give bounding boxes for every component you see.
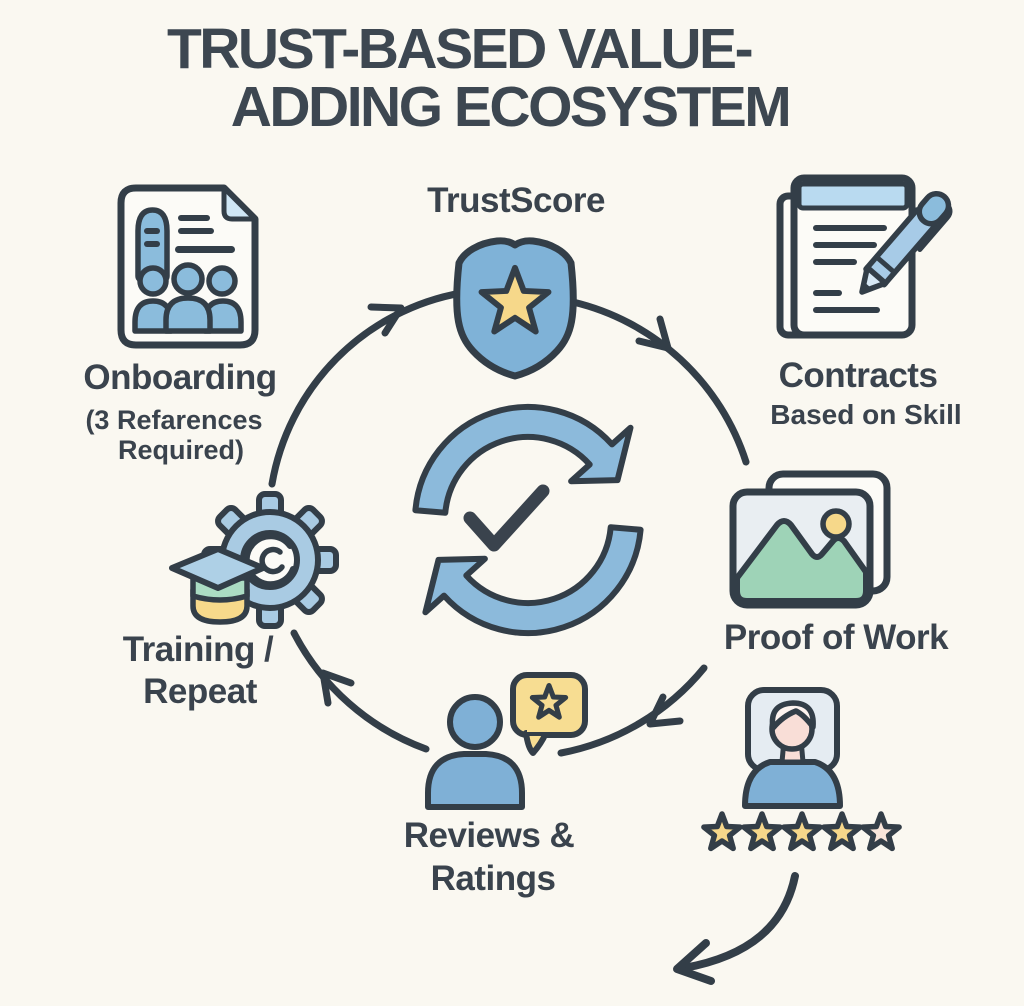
- proof-of-work-label: Proof of Work: [723, 618, 949, 657]
- title-line-2: ADDING ECOSYSTEM: [230, 75, 792, 139]
- exit-arrow-icon: [673, 872, 799, 985]
- cycle-arcs: [268, 289, 750, 757]
- speech-bubble-tail: [523, 730, 549, 756]
- arrowhead-icon: [367, 303, 405, 337]
- onboarding-note-1: (3 Refarences: [85, 405, 263, 435]
- person-head: [447, 694, 503, 750]
- contracts-label: Contracts: [778, 356, 938, 395]
- sync-check-icon: [412, 403, 644, 637]
- title-line-1: TRUST-BASED VALUE-: [166, 17, 754, 81]
- star-icon: [824, 814, 860, 848]
- profile-card-icon: [742, 687, 843, 809]
- arrowhead-icon: [319, 669, 355, 707]
- shield-star-icon: [453, 237, 577, 380]
- hair-shape: [769, 700, 816, 731]
- gear-gradcap-icon: [169, 491, 339, 629]
- contract-pen-icon: [776, 174, 953, 339]
- checkmark-icon: [463, 484, 550, 552]
- arc-proof-to-reviews: [557, 664, 708, 757]
- reviews-label-1: Reviews &: [403, 816, 575, 855]
- torso-shape: [742, 759, 843, 809]
- person-body: [425, 751, 525, 810]
- arc-reviews-to-training: [290, 629, 430, 753]
- pen-icon: [859, 190, 953, 295]
- star-icon: [704, 814, 740, 848]
- arc-trustscore-to-contracts: [569, 298, 750, 466]
- arrowhead-icon: [635, 315, 672, 352]
- star-icon: [744, 814, 780, 848]
- reviews-label-2: Ratings: [430, 859, 556, 898]
- cycle-arrow-bottom: [422, 524, 644, 637]
- person-review-bubble-icon: [425, 672, 588, 810]
- document-header-bar: [796, 181, 910, 211]
- star-icon: [784, 814, 820, 848]
- folded-corner: [221, 185, 258, 222]
- cap-board: [169, 546, 266, 591]
- onboarding-note-2: Required): [117, 435, 245, 465]
- training-label-1: Training /: [122, 630, 274, 669]
- roster-document-icon: [117, 184, 259, 349]
- contracts-sublabel: Based on Skill: [770, 399, 962, 430]
- photo-icon: [729, 470, 891, 609]
- star-icon: [863, 814, 899, 848]
- training-label-2: Repeat: [143, 672, 257, 711]
- rating-stars: [704, 814, 899, 848]
- arrowhead-icon: [646, 693, 684, 728]
- sun-shape: [820, 508, 852, 540]
- onboarding-label: Onboarding: [83, 358, 277, 397]
- arc-training-to-trustscore: [268, 289, 465, 488]
- graduation-cap-icon: [169, 546, 266, 625]
- cycle-arrow-top: [412, 403, 634, 516]
- trustscore-label: TrustScore: [427, 181, 605, 220]
